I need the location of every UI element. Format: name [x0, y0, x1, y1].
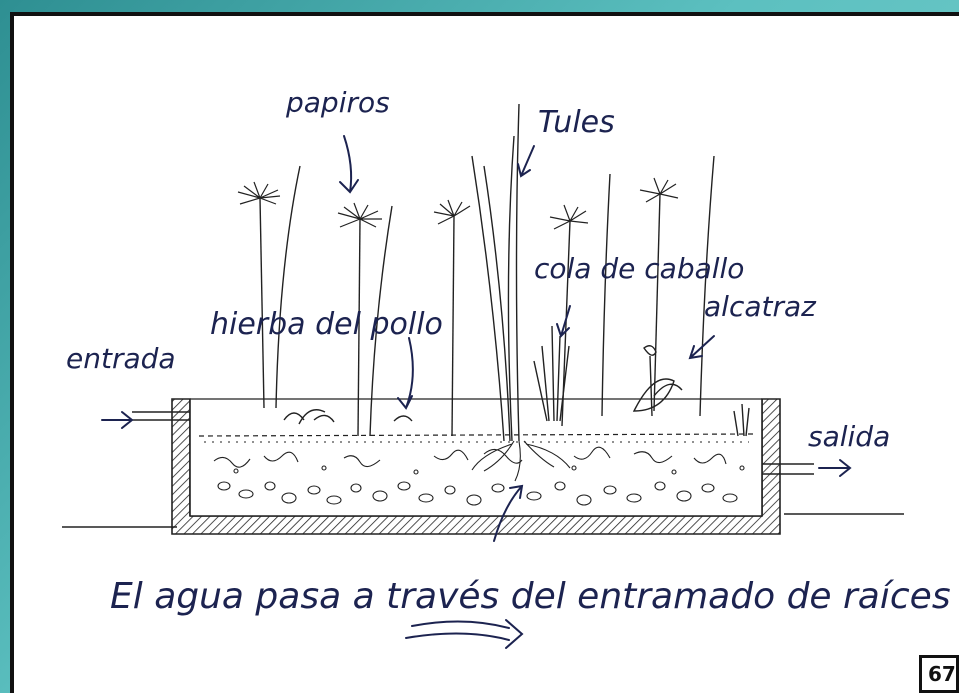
gravel-bed: [213, 440, 745, 506]
label-hierba-del-pollo: hierba del pollo: [210, 307, 443, 342]
label-tules: Tules: [538, 105, 615, 140]
arrow-hierba: [397, 337, 414, 410]
arrow-alcatraz: [688, 335, 715, 360]
plants: [237, 103, 750, 442]
label-entrada: entrada: [66, 342, 176, 375]
arrow-entrada: [101, 411, 134, 429]
tank: [171, 398, 781, 535]
page-number: 67: [919, 655, 959, 693]
ground-line: [62, 513, 904, 528]
arrow-papiros: [339, 135, 359, 194]
label-cola-de-caballo: cola de caballo: [534, 252, 744, 285]
arrow-salida: [818, 459, 852, 477]
arrow-raices: [493, 484, 524, 542]
wetland-diagram: papiros Tules cola de caballo alcatraz h…: [62, 86, 951, 649]
labels: papiros Tules cola de caballo alcatraz h…: [66, 86, 951, 617]
arrow-cola: [556, 305, 571, 338]
label-salida: salida: [808, 420, 890, 453]
illustration-panel: papiros Tules cola de caballo alcatraz h…: [10, 12, 959, 693]
label-alcatraz: alcatraz: [704, 290, 817, 323]
label-papiros: papiros: [285, 86, 390, 119]
caption: El agua pasa a través del entramado de r…: [110, 576, 951, 617]
arrows: [101, 135, 852, 649]
arrow-tules: [517, 145, 535, 178]
flow-arrow: [405, 619, 524, 649]
pipes: [132, 411, 814, 475]
